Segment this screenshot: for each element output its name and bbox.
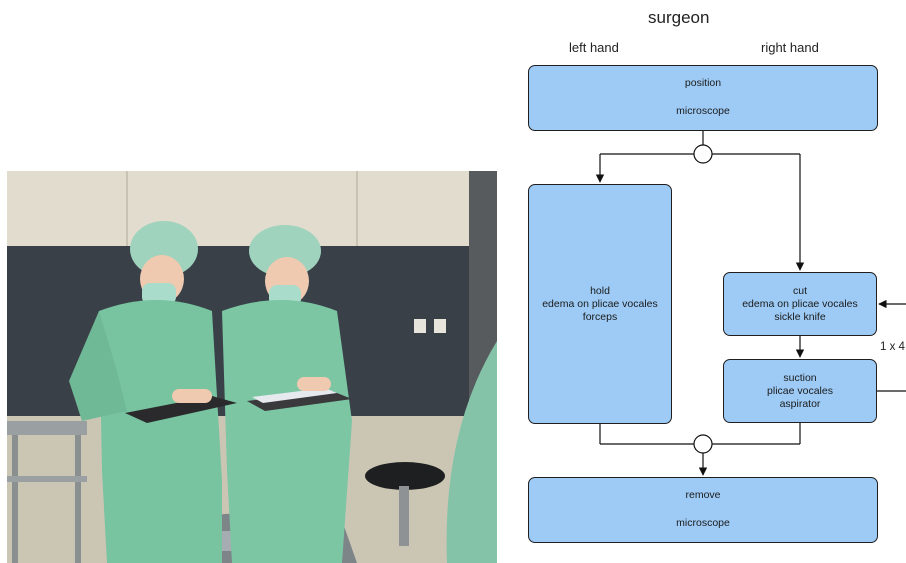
- step-position-microscope: position microscope: [528, 65, 878, 131]
- step-instrument: sickle knife: [774, 310, 826, 323]
- step-action: suction: [783, 371, 817, 384]
- step-target: edema on plicae vocales: [542, 297, 658, 310]
- step-action: remove: [685, 489, 721, 501]
- step-cut: cut edema on plicae vocales sickle knife: [723, 272, 877, 336]
- loop-repeat-label: 1 x 4: [880, 341, 905, 353]
- lane-label-right-hand: right hand: [761, 40, 819, 55]
- step-target: edema on plicae vocales: [742, 297, 858, 310]
- step-object: microscope: [676, 105, 730, 117]
- step-remove-microscope: remove microscope: [528, 477, 878, 543]
- step-instrument: forceps: [582, 310, 618, 323]
- step-hold: hold edema on plicae vocales forceps: [528, 184, 672, 424]
- step-instrument: aspirator: [779, 397, 821, 410]
- step-action: cut: [792, 284, 807, 297]
- step-object: microscope: [676, 517, 730, 529]
- step-action: hold: [590, 284, 610, 297]
- parallel-join-node: [693, 434, 713, 454]
- diagram-connectors: [595, 131, 906, 476]
- surgical-workflow-diagram: surgeon left hand right hand position mi…: [505, 0, 906, 563]
- parallel-split-node: [693, 144, 713, 164]
- step-action: position: [684, 77, 722, 89]
- lane-label-left-hand: left hand: [569, 40, 619, 55]
- diagram-title: surgeon: [648, 8, 710, 27]
- step-suction: suction plicae vocales aspirator: [723, 359, 877, 423]
- observers-photo: [7, 171, 497, 563]
- observers-photo-illustration: [7, 171, 497, 563]
- step-target: plicae vocales: [767, 384, 833, 397]
